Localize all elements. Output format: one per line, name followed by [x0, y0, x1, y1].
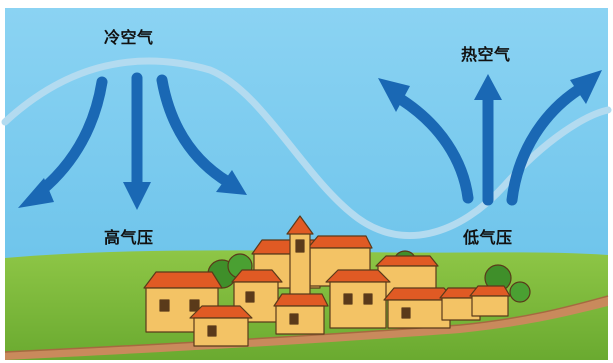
hot-air-label: 热空气 — [461, 45, 511, 64]
dirt-path-edge — [4, 295, 609, 353]
low-pressure-label: 低气压 — [463, 228, 513, 247]
dirt-path — [5, 296, 608, 360]
village-illustration — [143, 215, 531, 347]
arrows-upward-diverging-icon — [378, 70, 602, 206]
high-pressure-label: 高气压 — [104, 228, 154, 247]
cold-air-label: 冷空气 — [104, 28, 154, 47]
arrows-downward-diverging-icon — [18, 72, 247, 210]
